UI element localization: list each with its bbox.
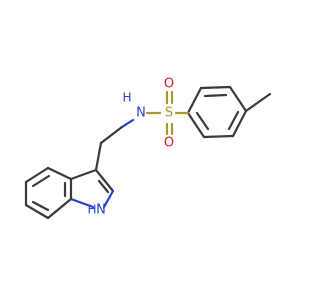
benzo-double-2 [31, 200, 50, 212]
ring-bond-3 [228, 85, 248, 113]
ring-bond-1 [186, 86, 203, 115]
benzo-double-1 [31, 174, 51, 188]
sulfonyl-group [145, 90, 190, 136]
ethyl-linker [94, 118, 135, 172]
toluene-ring [186, 85, 272, 139]
molecule-structure: N H S O O N H [24, 77, 272, 220]
benzo-bond-2 [24, 166, 50, 184]
nitrogen-ch2-bond [120, 118, 135, 129]
sulfonamide-hydrogen-label: H [122, 91, 131, 105]
indole-c3-c2-double [97, 179, 110, 194]
indole-n-c7a-bond [69, 197, 95, 209]
ring-double-bond-1 [203, 93, 228, 98]
indole-ring [24, 166, 115, 220]
ring-bond-5 [202, 134, 235, 139]
atom-labels: N H S O O N H [87, 77, 174, 218]
benzo-bond-4 [24, 203, 50, 220]
oxygen-bottom-label: O [164, 136, 174, 151]
sulfur-label: S [165, 106, 173, 121]
indole-c2-n-bond [102, 189, 115, 209]
indole-c3-c2-bond [94, 168, 115, 193]
indole-hydrogen-label: H [87, 203, 96, 217]
ring-double-bond-3 [195, 111, 210, 131]
sulfonamide-nitrogen-label: N [136, 106, 146, 121]
ch2-indole-bond [94, 141, 103, 172]
ring-bond-6 [186, 111, 206, 139]
indole-nitrogen-label: N [96, 203, 106, 218]
indole-c3-c3a-bond [69, 168, 98, 181]
ch2-ch2-bond [99, 125, 124, 145]
benzo-bond-1 [46, 166, 73, 181]
methyl-bond [244, 92, 272, 113]
ring-double-bond-2 [227, 110, 240, 131]
benzo-bond-5 [46, 197, 73, 220]
ring-bond-4 [231, 109, 248, 138]
ring-bond-2 [199, 85, 232, 90]
oxygen-top-label: O [164, 77, 174, 92]
